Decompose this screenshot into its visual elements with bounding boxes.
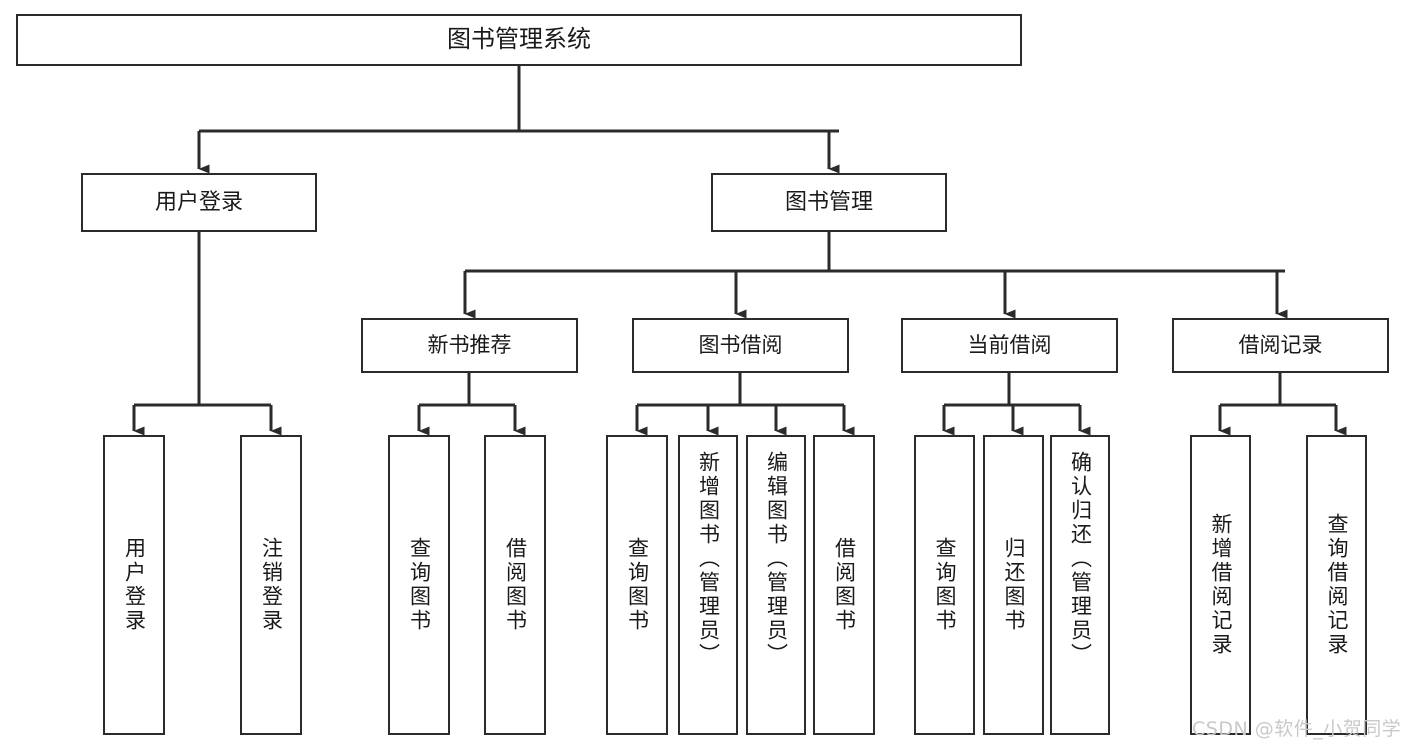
node-root[interactable]: 图书管理系统 [16,14,1022,66]
node-borrow-records[interactable]: 借阅记录 [1172,318,1389,373]
node-leaf-query-book-current-label: 查询图书 [933,537,957,633]
node-leaf-user-login-label: 用户登录 [122,537,147,633]
node-book-management[interactable]: 图书管理 [711,173,947,232]
node-leaf-edit-book-admin-label: 编辑图书（管理员） [764,451,789,667]
node-leaf-query-book-newbook[interactable]: 查询图书 [388,435,450,735]
node-leaf-return-book[interactable]: 归还图书 [983,435,1044,735]
node-leaf-add-borrow-record-label: 新增借阅记录 [1209,513,1233,657]
node-leaf-query-borrow-record[interactable]: 查询借阅记录 [1306,435,1367,735]
node-leaf-add-book-admin[interactable]: 新增图书（管理员） [678,435,738,735]
node-borrow-records-label: 借阅记录 [1238,333,1323,358]
node-current-borrow-label: 当前借阅 [967,333,1052,358]
node-leaf-query-borrow-record-label: 查询借阅记录 [1325,513,1349,657]
node-book-borrow-label: 图书借阅 [698,333,783,358]
node-leaf-logout-label: 注销登录 [259,537,284,633]
node-new-book-recommend-label: 新书推荐 [427,333,512,358]
node-user-login-label: 用户登录 [154,189,243,215]
node-leaf-return-book-label: 归还图书 [1002,537,1026,633]
node-user-login[interactable]: 用户登录 [81,173,317,232]
node-leaf-borrow-book-newbook[interactable]: 借阅图书 [484,435,546,735]
node-leaf-query-book-current[interactable]: 查询图书 [914,435,975,735]
csdn-watermark: CSDN @软件_小贺同学 [1192,718,1402,740]
node-book-management-label: 图书管理 [784,189,873,215]
node-leaf-borrow-book-newbook-label: 借阅图书 [503,537,528,633]
node-leaf-borrow-book-borrow-label: 借阅图书 [832,537,857,633]
node-leaf-query-book-newbook-label: 查询图书 [407,537,432,633]
node-leaf-add-book-admin-label: 新增图书（管理员） [696,451,721,667]
node-leaf-confirm-return-admin-label: 确认归还（管理员） [1068,451,1093,667]
node-leaf-user-login[interactable]: 用户登录 [103,435,165,735]
node-leaf-edit-book-admin[interactable]: 编辑图书（管理员） [746,435,806,735]
node-current-borrow[interactable]: 当前借阅 [901,318,1118,373]
node-leaf-query-book-borrow-label: 查询图书 [625,537,650,633]
node-book-borrow[interactable]: 图书借阅 [632,318,849,373]
node-leaf-query-book-borrow[interactable]: 查询图书 [606,435,668,735]
node-root-label: 图书管理系统 [447,25,591,54]
node-leaf-logout[interactable]: 注销登录 [240,435,302,735]
node-leaf-add-borrow-record[interactable]: 新增借阅记录 [1190,435,1251,735]
node-leaf-borrow-book-borrow[interactable]: 借阅图书 [813,435,875,735]
node-new-book-recommend[interactable]: 新书推荐 [361,318,578,373]
node-leaf-confirm-return-admin[interactable]: 确认归还（管理员） [1050,435,1110,735]
